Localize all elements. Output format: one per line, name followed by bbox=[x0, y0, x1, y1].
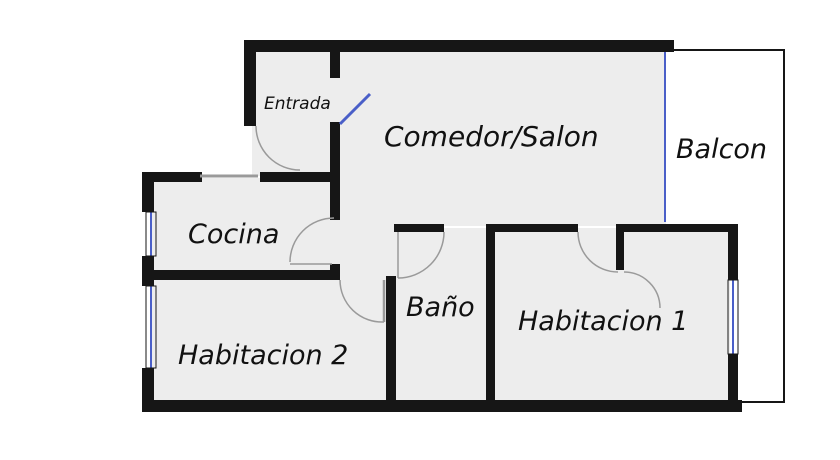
door-cocina-swing bbox=[289, 217, 335, 263]
door-entrada-leaf bbox=[338, 92, 372, 126]
walls bbox=[142, 40, 742, 412]
label-cocina: Cocina bbox=[188, 219, 279, 250]
floor-hall bbox=[336, 226, 394, 280]
wall-cocina-right-lower bbox=[330, 264, 340, 280]
label-bano: Baño bbox=[406, 292, 475, 323]
wall-cocina-top-right bbox=[260, 172, 336, 182]
wall-hab1-door-jamb bbox=[616, 224, 624, 270]
wall-cocina-top-left bbox=[142, 172, 202, 182]
wall-cocina-bottom bbox=[142, 270, 336, 280]
label-comedor-salon: Comedor/Salon bbox=[384, 120, 599, 153]
floor-comedor-salon bbox=[336, 48, 666, 226]
window-hab2-frame bbox=[145, 285, 157, 369]
window-cocina-frame bbox=[145, 211, 157, 257]
wall-entrada-left-upper bbox=[244, 40, 256, 126]
label-habitacion-1: Habitacion 1 bbox=[518, 306, 688, 337]
room-labels: Entrada Comedor/Salon Balcon Cocina Baño… bbox=[178, 94, 767, 371]
wall-right-upper bbox=[728, 224, 738, 280]
wall-entrada-right-lower bbox=[330, 122, 340, 220]
wall-right-lower bbox=[728, 354, 738, 410]
floor-bano bbox=[394, 228, 490, 406]
floor-cocina bbox=[150, 178, 336, 274]
door-hab1-swing-left bbox=[577, 231, 619, 273]
floor-habitacion-1 bbox=[490, 228, 730, 406]
window-hab1-frame bbox=[727, 279, 739, 355]
floor-areas bbox=[150, 48, 730, 406]
wall-left-upper bbox=[142, 172, 154, 212]
wall-bottom bbox=[142, 400, 742, 412]
door-bano-swing bbox=[397, 231, 445, 279]
door-hab2-swing bbox=[339, 279, 385, 323]
door-swings bbox=[200, 125, 661, 323]
wall-hab1-top-right bbox=[618, 224, 738, 232]
wall-bano-left bbox=[386, 276, 396, 404]
floor-habitacion-2 bbox=[150, 278, 392, 406]
label-balcon: Balcon bbox=[676, 134, 767, 165]
wall-top bbox=[244, 40, 674, 52]
wall-hab1-top-left bbox=[486, 224, 578, 232]
label-entrada: Entrada bbox=[264, 94, 331, 114]
wall-entrada-right-upper bbox=[330, 40, 340, 78]
door-main-swing bbox=[255, 125, 301, 171]
balcony-outline bbox=[666, 49, 785, 403]
wall-bano-top bbox=[394, 224, 444, 232]
wall-bano-right bbox=[486, 228, 495, 404]
windows bbox=[150, 52, 734, 368]
wall-balcony-right bbox=[660, 40, 668, 50]
window-frames bbox=[145, 211, 739, 369]
door-hab1-swing-right bbox=[623, 271, 661, 309]
label-habitacion-2: Habitacion 2 bbox=[178, 340, 348, 371]
